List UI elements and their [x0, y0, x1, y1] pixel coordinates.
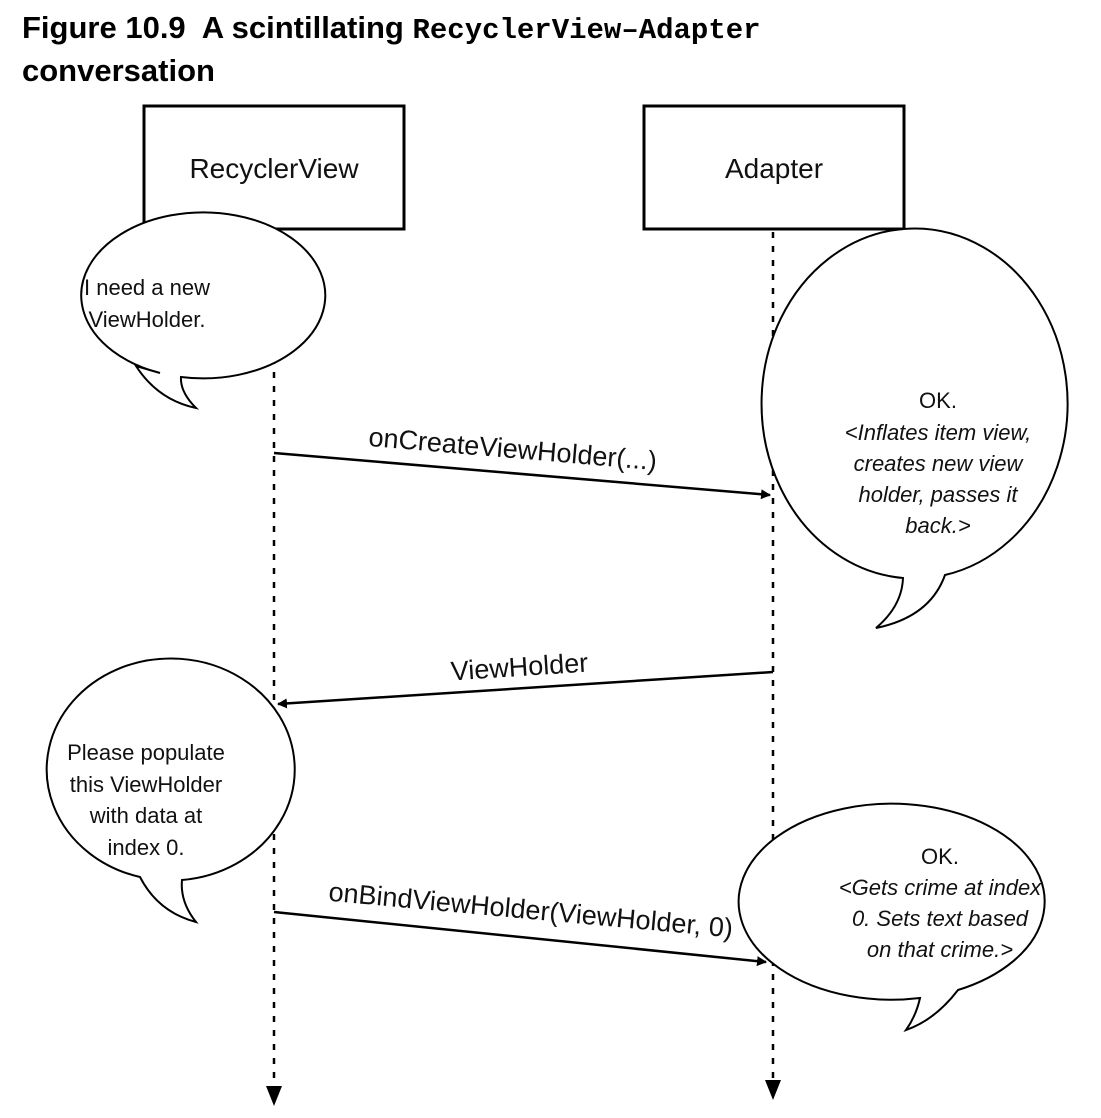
- recyclerview-label: RecyclerView: [189, 153, 359, 184]
- bubble-rv-2-line-3: with data at: [89, 803, 203, 828]
- speech-bubble-adapter-1: [760, 227, 1069, 629]
- bubble-rv-2-line-2: this ViewHolder: [70, 772, 222, 797]
- recyclerview-box: [142, 104, 406, 231]
- adapter-lifeline-arrowhead: [765, 1080, 781, 1100]
- bubble-rv-2-line-1: Please populate: [67, 740, 225, 765]
- bubble-adapter-2-line-1: <Gets crime at index: [839, 875, 1042, 900]
- bubble-adapter-1-line-1: <Inflates item view,: [845, 420, 1031, 445]
- speech-bubble-adapter-2: [737, 802, 1046, 1032]
- bubble-adapter-2-lead: OK.: [921, 844, 959, 869]
- caption-line-1: Figure 10.9 A scintillating RecyclerView…: [22, 8, 1082, 51]
- figure-title-suffix: conversation: [22, 53, 215, 88]
- speech-bubble-rv-2: [45, 657, 296, 924]
- adapter-box: [642, 104, 906, 231]
- bubble-adapter-2-line-2: 0. Sets text based: [852, 906, 1029, 931]
- bubble-adapter-2-line-3: on that crime.>: [867, 937, 1013, 962]
- create-message-arrow: [273, 451, 771, 500]
- bubble-rv-1-line-2: ViewHolder.: [89, 307, 206, 332]
- figure-caption: Figure 10.9 A scintillating RecyclerView…: [22, 8, 1082, 91]
- return-holder-label: ViewHolder: [450, 648, 589, 687]
- recyclerview-lifeline-arrowhead: [266, 1086, 282, 1106]
- figure-title-code: RecyclerView–Adapter: [412, 14, 761, 47]
- bubble-rv-1-line-1: I need a new: [84, 275, 210, 300]
- bind-message-arrow: [273, 910, 767, 967]
- bubble-adapter-1-line-4: back.>: [905, 513, 971, 538]
- bubble-rv-2-line-4: index 0.: [107, 835, 184, 860]
- speech-bubble-rv-1: [80, 211, 327, 410]
- bubble-adapter-1-line-2: creates new view: [854, 451, 1025, 476]
- bubble-adapter-1-lead: OK.: [919, 388, 957, 413]
- figure-number: Figure 10.9: [22, 10, 186, 45]
- create-message-label: onCreateViewHolder(...): [367, 422, 658, 476]
- adapter-label: Adapter: [725, 153, 823, 184]
- bind-message-label: onBindViewHolder(ViewHolder, 0): [327, 877, 734, 944]
- bubble-adapter-1-line-3: holder, passes it: [859, 482, 1019, 507]
- figure-title-prefix: A scintillating: [201, 10, 404, 45]
- return-holder-arrow: [277, 670, 774, 709]
